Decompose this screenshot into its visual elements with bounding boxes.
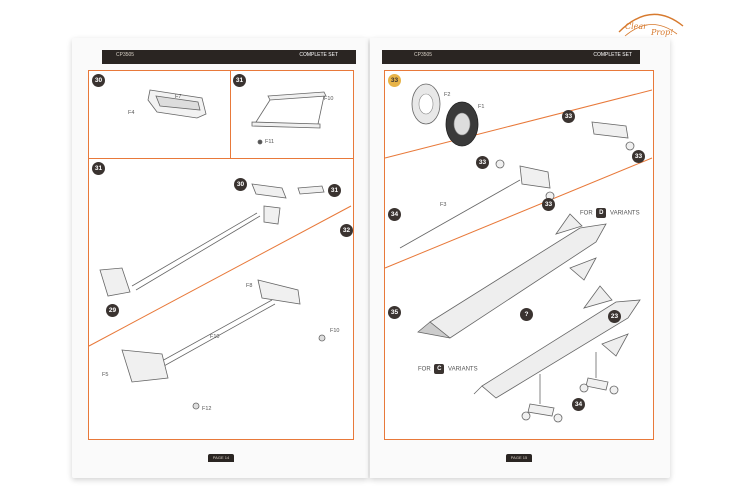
logo-text-clear: Clear [625, 22, 648, 31]
trailer-upper-drawing [99, 183, 325, 297]
logo-emblem [618, 13, 684, 37]
steps-31-32-panel [88, 158, 354, 440]
wheel-tire-drawing [411, 83, 479, 147]
logo-text-prop: Prop! [651, 28, 674, 37]
trailer-lower-drawing [121, 279, 326, 410]
left-header-set: COMPLETE SET [299, 52, 338, 58]
part-f1-label: F1 [478, 104, 485, 110]
step-32-number: 32 [340, 224, 353, 237]
step-23-ref-number: 23 [608, 310, 621, 323]
axle-assembly-drawing [399, 121, 635, 249]
step-34-number: 34 [388, 208, 401, 221]
variant-c-text: VARIANTS [448, 366, 478, 373]
step-31-panel [230, 70, 354, 160]
variant-d-badge: D [596, 208, 607, 218]
part-f8-label: F8 [246, 283, 253, 289]
left-page-drawings [88, 89, 352, 410]
right-page: CP3505 COMPLETE SET [370, 38, 670, 478]
variant-d-text: VARIANTS [610, 210, 640, 217]
step-30-number: 30 [92, 74, 105, 87]
right-page-footer: PAGE 15 [506, 454, 532, 462]
part-f3-label: F3 [440, 202, 447, 208]
right-header-bar: CP3505 COMPLETE SET [382, 50, 640, 64]
step-33-ref-d: 33 [542, 198, 555, 211]
missile-top-drawing [417, 213, 607, 339]
step-33-ref-b: 33 [632, 150, 645, 163]
left-header-code: CP3505 [116, 52, 135, 58]
variant-d-for: FOR [580, 210, 593, 217]
diagonal-divider-mid [384, 157, 653, 269]
step-31-ref-number: 31 [328, 184, 341, 197]
axle-frame-drawing [251, 91, 327, 145]
landing-gear-drawing [521, 352, 619, 423]
step-33-ref-a: 33 [562, 110, 575, 123]
variant-c-for: FOR [418, 366, 431, 373]
part-f5-label: F5 [102, 372, 109, 378]
variant-d-note: FOR D VARIANTS [580, 208, 640, 218]
part-f12-label: F12 [202, 406, 212, 412]
step-31-lower-number: 31 [92, 162, 105, 175]
diagonal-divider-top [384, 89, 653, 159]
variant-c-note: FOR C VARIANTS [418, 364, 478, 374]
part-f2-label: F2 [444, 92, 451, 98]
bumper-part-drawing [147, 89, 207, 119]
clear-prop-logo: Clear Prop! [611, 4, 691, 44]
step-33-ref-c: 33 [476, 156, 489, 169]
step-30-panel [88, 70, 232, 160]
left-page-footer: PAGE 14 [208, 454, 234, 462]
part-f10c-label: F10 [330, 328, 340, 334]
question-mark-badge: ? [520, 308, 533, 321]
right-page-drawings [384, 83, 653, 423]
part-f10-label: F10 [324, 96, 334, 102]
left-page: CP3505 COMPLETE SET [72, 38, 368, 478]
variant-c-badge: C [434, 364, 445, 374]
part-f10b-label: F10 [210, 334, 220, 340]
left-header-bar: CP3505 COMPLETE SET [102, 50, 356, 64]
part-f4-label: F4 [128, 110, 135, 116]
right-header-set: COMPLETE SET [593, 52, 632, 58]
step-29-ref-number: 29 [106, 304, 119, 317]
step-30-ref-number: 30 [234, 178, 247, 191]
step-35-number: 35 [388, 306, 401, 319]
step-31-number: 31 [233, 74, 246, 87]
step-33-number: 33 [388, 74, 401, 87]
step-34-ref-number: 34 [572, 398, 585, 411]
right-header-code: CP3505 [414, 52, 433, 58]
missile-bottom-drawing [473, 285, 641, 399]
part-f7-label: F7 [175, 94, 182, 100]
part-f11-label: F11 [265, 139, 275, 145]
diagonal-divider [88, 205, 352, 347]
